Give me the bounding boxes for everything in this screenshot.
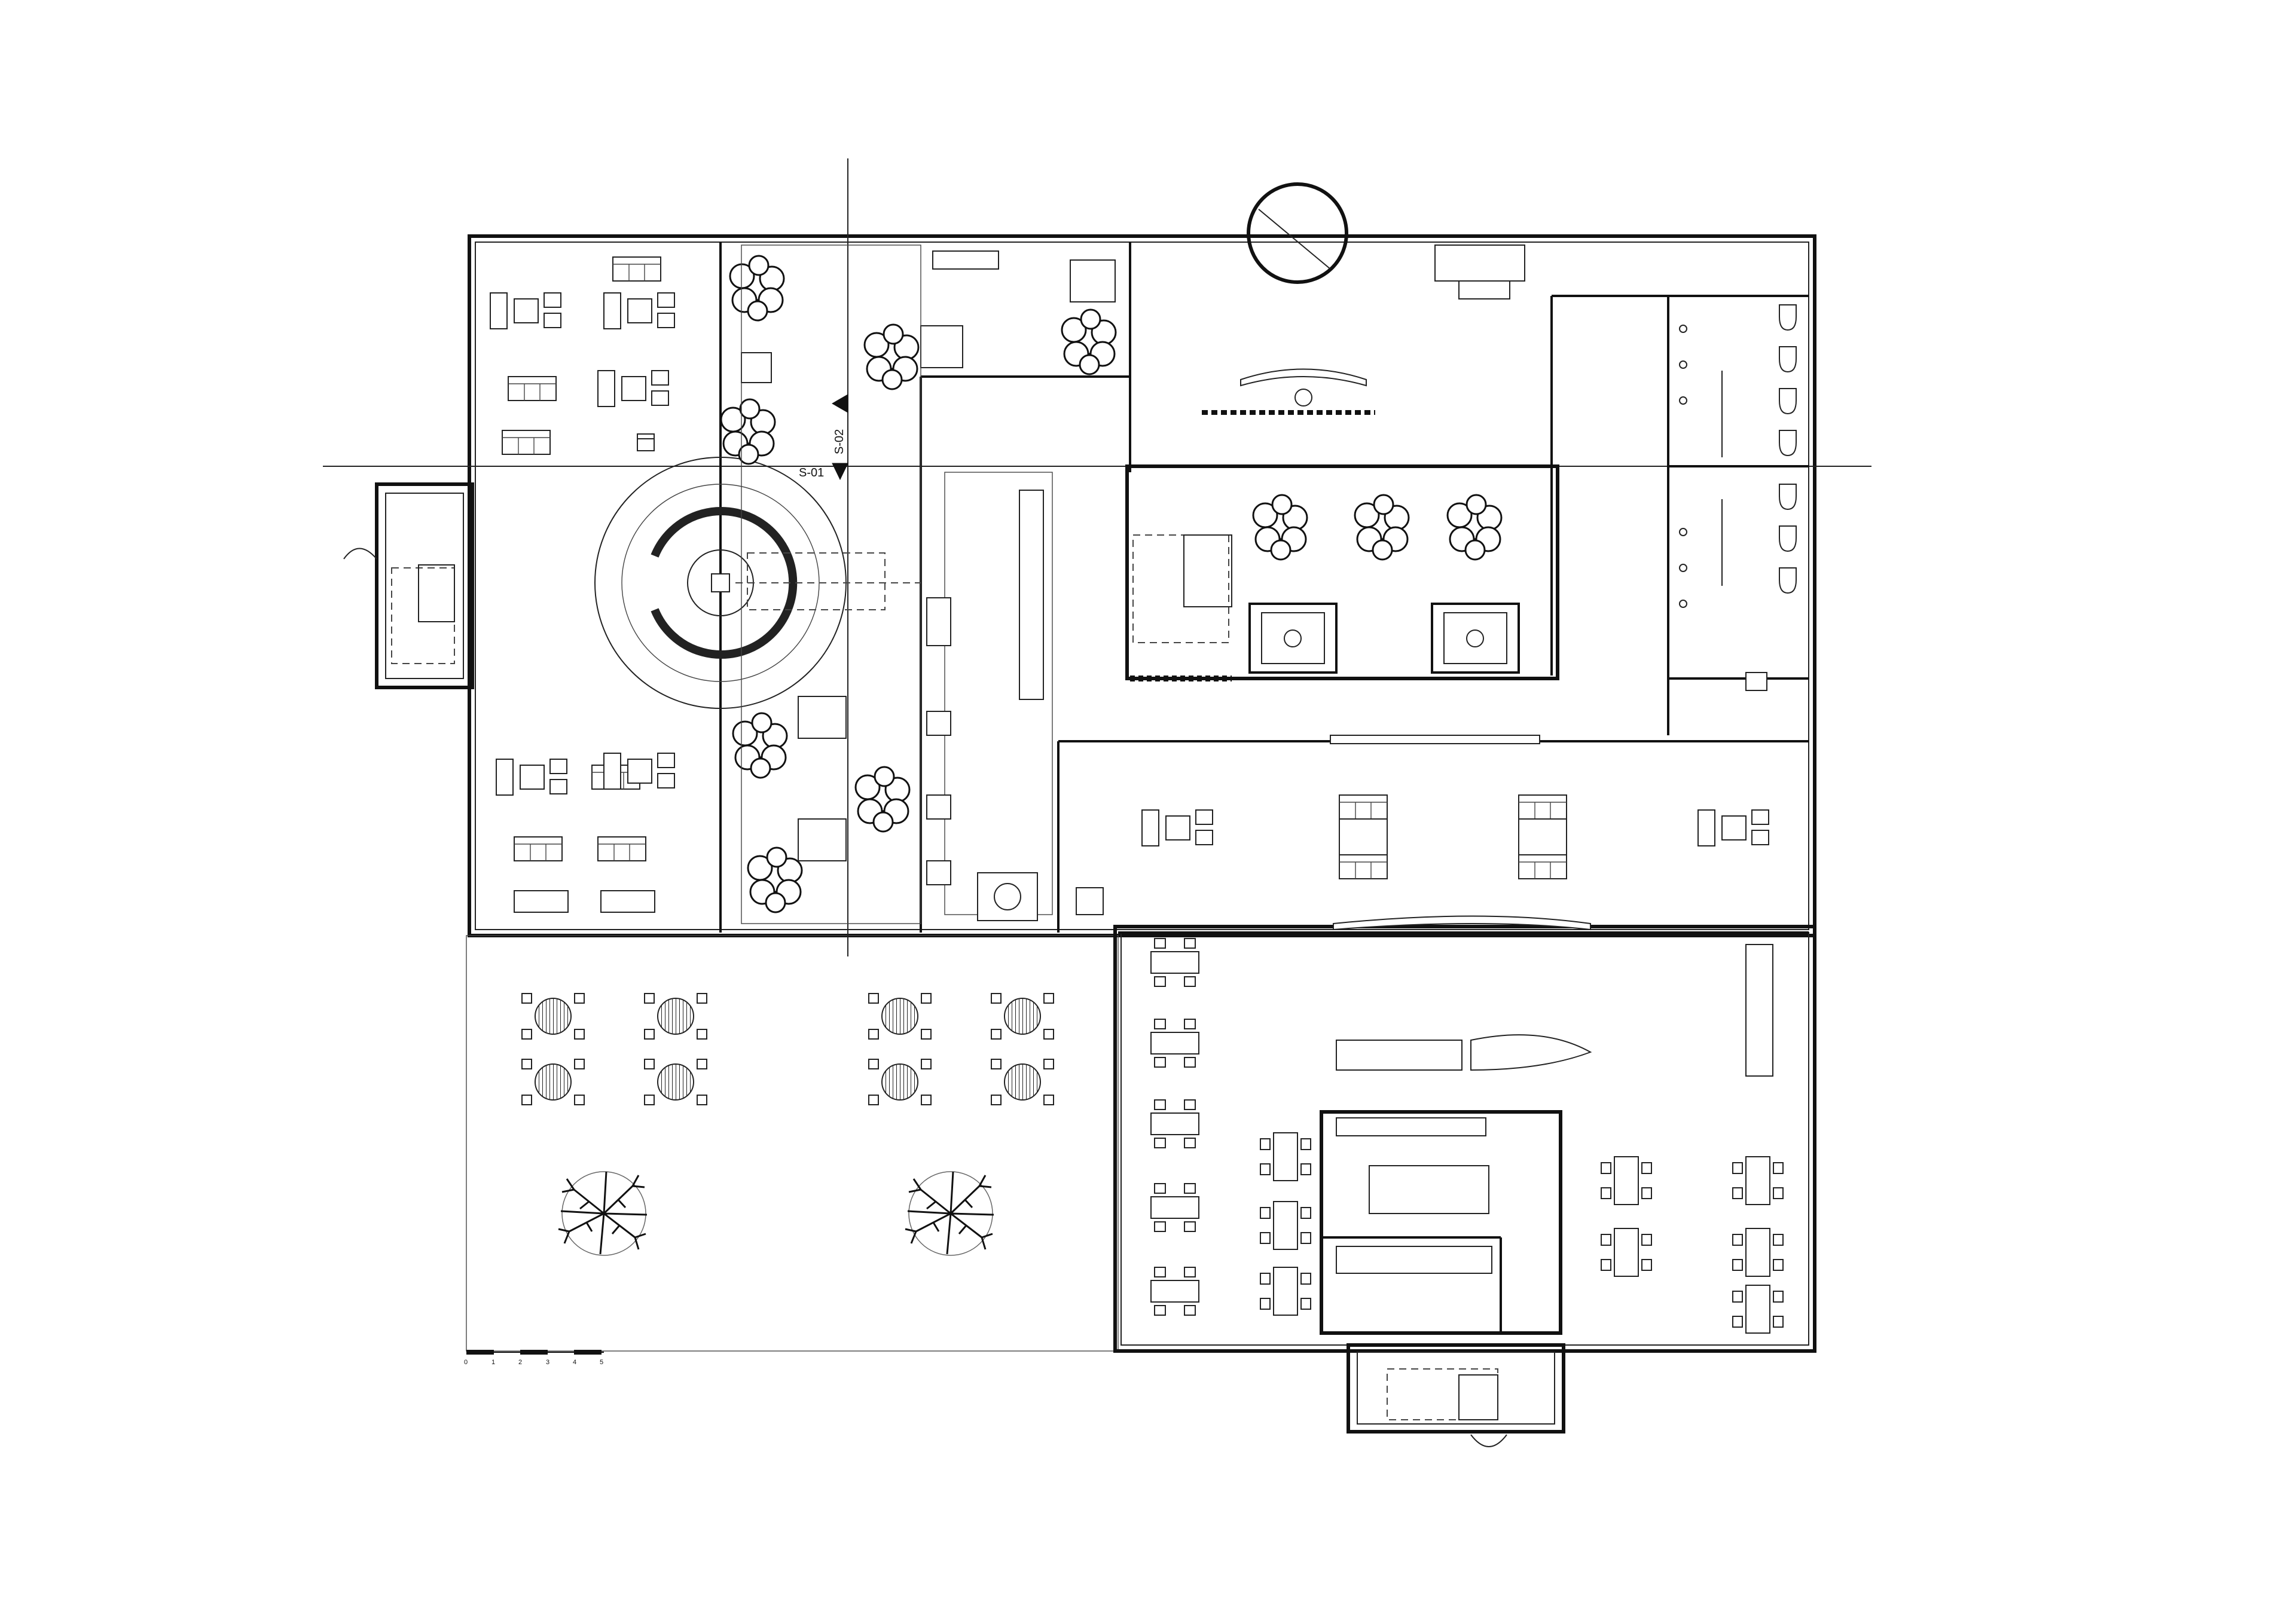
- stairs-left-annex: [343, 548, 455, 664]
- scale-tick-1: 1: [491, 1359, 495, 1366]
- section-label-s02: S-02: [833, 429, 846, 454]
- terrace-trees: [557, 1170, 995, 1257]
- exterior-walls: [375, 234, 1816, 1434]
- lounge-furniture: [490, 256, 675, 913]
- middle-lounge-band: [1141, 735, 1769, 931]
- scale-tick-3: 3: [546, 1359, 549, 1366]
- dining-area: [1150, 938, 1784, 1334]
- courtyard-shrubs: [720, 244, 1117, 924]
- scale-tick-5: 5: [600, 1359, 603, 1366]
- stairs-central-core: [1130, 534, 1232, 681]
- section-lines: [323, 158, 1871, 956]
- scale-tick-4: 4: [573, 1359, 576, 1366]
- entrance-rotunda: [1247, 182, 1525, 299]
- section-marker-s01: S-01: [799, 463, 848, 481]
- stairs-bottom-annex: [1387, 1368, 1507, 1447]
- scale-tick-0: 0: [464, 1359, 468, 1366]
- terrace-tables: [521, 993, 1054, 1105]
- washrooms: [1679, 304, 1797, 691]
- section-marker-s02: S-02: [831, 394, 848, 454]
- display-plinths: [1248, 494, 1520, 674]
- scale-bar: 0 1 2 3 4 5: [464, 1350, 604, 1366]
- scale-tick-2: 2: [518, 1359, 522, 1366]
- reception-desk: [1202, 368, 1375, 415]
- circular-plaza: [594, 457, 921, 709]
- section-label-s01: S-01: [799, 466, 824, 479]
- corridor-benches: [926, 472, 1104, 921]
